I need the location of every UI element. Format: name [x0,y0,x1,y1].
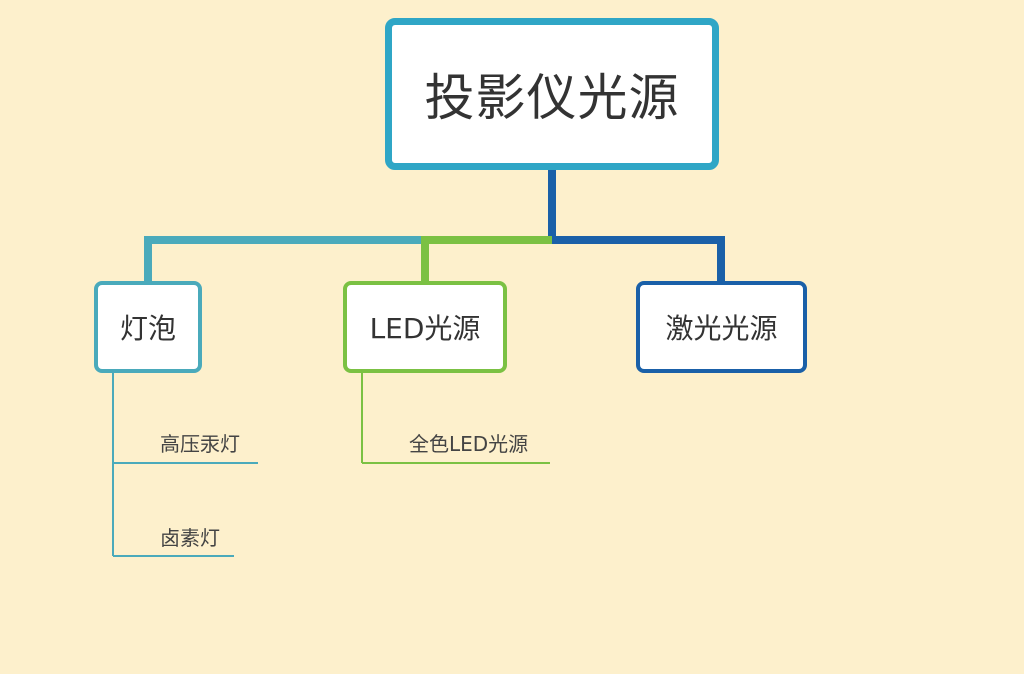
branch-node-led: LED光源 [343,281,507,373]
branch-node-label: 灯泡 [119,312,176,345]
branch-node-laser: 激光光源 [636,281,807,373]
leaf-label-full-color-led: 全色LED光源 [409,432,529,456]
branch-node-label: 激光光源 [665,312,778,345]
root-node-label: 投影仪光源 [424,69,680,127]
branch-node-label: LED光源 [369,312,481,345]
leaf-label-mercury-lamp: 高压汞灯 [160,432,240,456]
root-node: 投影仪光源 [385,18,719,170]
leaf-label-halogen-lamp: 卤素灯 [160,526,220,550]
branch-node-bulb: 灯泡 [94,281,202,373]
